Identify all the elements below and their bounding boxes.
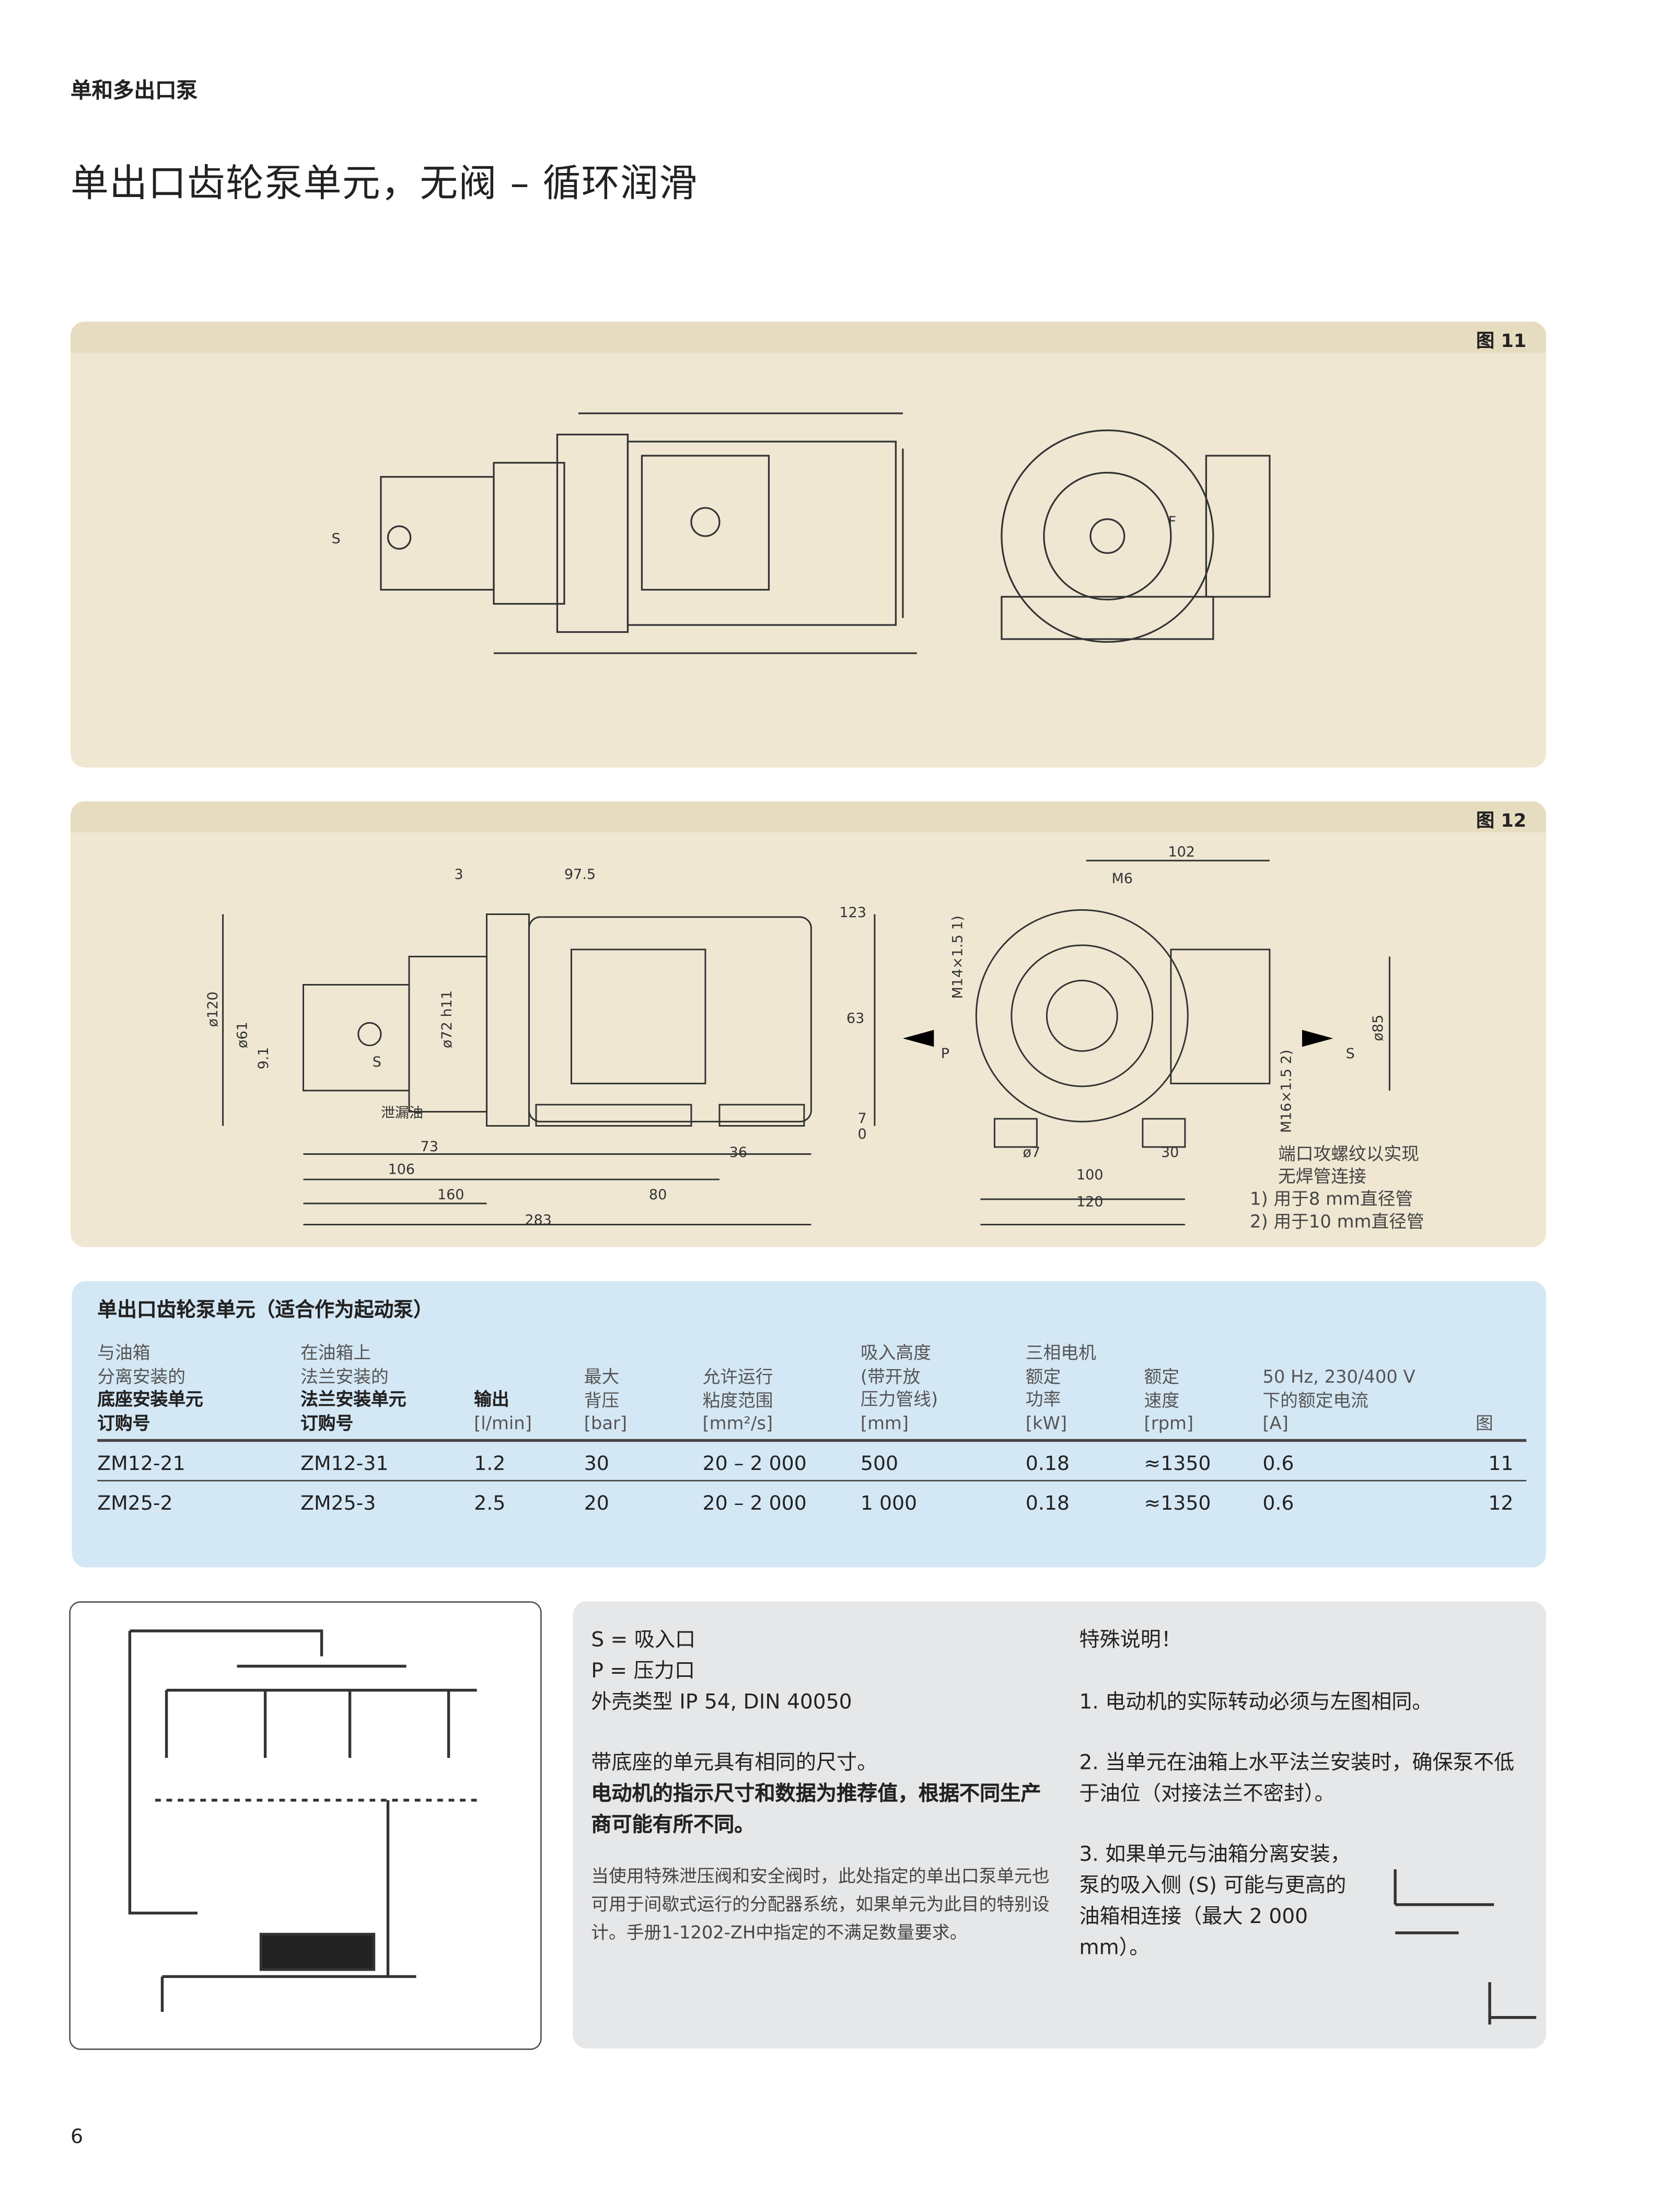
table-cell: 0.6 bbox=[1262, 1453, 1294, 1476]
spec-table: 单出口齿轮泵单元（适合作为起动泵） 与油箱分离安装的底座安装单元订购号 在油箱上… bbox=[72, 1281, 1547, 1568]
dim-m16: M16×1.5 2) bbox=[1278, 1050, 1294, 1133]
dim-106: 106 bbox=[388, 1161, 415, 1177]
table-cell: 20 – 2 000 bbox=[702, 1453, 807, 1476]
table-cell: ZM25-3 bbox=[300, 1492, 376, 1515]
dim-30: 30 bbox=[1161, 1144, 1179, 1161]
special-note-3: 3. 如果单元与油箱分离安装，泵的吸入侧 (S) 可能与更高的油箱相连接（最大 … bbox=[1079, 1844, 1351, 1960]
dim-73: 73 bbox=[421, 1139, 438, 1155]
table-cell: ZM12-21 bbox=[97, 1453, 185, 1476]
table-cell: ZM12-31 bbox=[300, 1453, 389, 1476]
dim-7: 7 bbox=[857, 1110, 866, 1127]
special-note-1: 1. 电动机的实际转动必须与左图相同。 bbox=[1079, 1692, 1433, 1715]
dim-d85: ø85 bbox=[1370, 1015, 1386, 1041]
table-cell: 30 bbox=[584, 1453, 609, 1476]
section-heading: 单和多出口泵 bbox=[70, 77, 198, 103]
col-header: 允许运行粘度范围[mm²/s] bbox=[702, 1365, 773, 1434]
table-cell: ZM25-2 bbox=[97, 1492, 173, 1515]
leak-oil-label: 泄漏油 bbox=[381, 1105, 423, 1121]
dim-36: 36 bbox=[729, 1144, 747, 1161]
dim-80: 80 bbox=[649, 1187, 667, 1203]
table-cell: 2.5 bbox=[474, 1492, 506, 1515]
dim-d61: ø61 bbox=[234, 1022, 250, 1048]
col-header: 最大背压[bar] bbox=[584, 1365, 628, 1434]
fig11-f-label: F bbox=[1168, 514, 1176, 530]
tank-height-sketch bbox=[1394, 1869, 1537, 2025]
port-notes: 端口攻螺纹以实现 无焊管连接 1) 用于8 mm直径管 2) 用于10 mm直径… bbox=[1250, 1143, 1424, 1233]
port-note: 1) 用于8 mm直径管 bbox=[1250, 1188, 1413, 1209]
dim-123: 123 bbox=[839, 905, 866, 921]
port-note: 无焊管连接 bbox=[1278, 1165, 1366, 1187]
table-cell: 1 000 bbox=[860, 1492, 918, 1515]
dim-283: 283 bbox=[525, 1212, 552, 1228]
notes-panel: S = 吸入口 P = 压力口 外壳类型 IP 54, DIN 40050 带底… bbox=[573, 1601, 1547, 2049]
page-number: 6 bbox=[70, 2126, 84, 2149]
dim-d120: ø120 bbox=[205, 991, 221, 1027]
dim-phi7: ø7 bbox=[1023, 1144, 1040, 1161]
figure-11-drawing: S F bbox=[331, 412, 1271, 654]
col-header: 与油箱分离安装的底座安装单元订购号 bbox=[97, 1341, 203, 1433]
page-title: 单出口齿轮泵单元，无阀 – 循环润滑 bbox=[70, 162, 698, 206]
fig12-p-label: P bbox=[941, 1046, 949, 1062]
table-cell: 0.18 bbox=[1025, 1492, 1070, 1515]
dim-3: 3 bbox=[454, 866, 463, 883]
p-definition: P = 压力口 bbox=[591, 1660, 695, 1683]
special-note-2: 2. 当单元在油箱上水平法兰安装时，确保泵不低于油位（对接法兰不密封）。 bbox=[1079, 1752, 1515, 1806]
dim-d72: ø72 h11 bbox=[439, 990, 455, 1048]
housing-type: 外壳类型 IP 54, DIN 40050 bbox=[591, 1692, 852, 1715]
dim-0: 0 bbox=[857, 1126, 866, 1142]
figure-12-panel: 图 12 3 97.5 ø120 ø61 9.1 ø72 h11 S 泄漏油 7… bbox=[70, 801, 1547, 1247]
s-definition: S = 吸入口 bbox=[591, 1629, 696, 1652]
circulation-schematic bbox=[128, 1629, 480, 2012]
table-title: 单出口齿轮泵单元（适合作为起动泵） bbox=[97, 1299, 433, 1322]
motor-data-note: 电动机的指示尺寸和数据为推荐值，根据不同生产商可能有所不同。 bbox=[591, 1783, 1041, 1837]
table-cell: 20 – 2 000 bbox=[702, 1492, 807, 1515]
circulation-diagram bbox=[69, 1601, 542, 2050]
dim-97-5: 97.5 bbox=[564, 866, 596, 883]
dim-102: 102 bbox=[1168, 844, 1195, 860]
figure-11-label: 图 11 bbox=[1476, 331, 1527, 353]
col-header: 输出[l/min] bbox=[474, 1388, 532, 1433]
table-cell: 0.18 bbox=[1025, 1453, 1070, 1476]
fig12-s2-label: S bbox=[1346, 1046, 1355, 1062]
col-header: 吸入高度(带开放压力管线)[mm] bbox=[860, 1341, 938, 1433]
port-note: 端口攻螺纹以实现 bbox=[1278, 1142, 1420, 1164]
special-notes-title: 特殊说明！ bbox=[1079, 1629, 1182, 1652]
dim-m14: M14×1.5 1) bbox=[949, 916, 966, 999]
col-header: 额定速度[rpm] bbox=[1144, 1365, 1194, 1434]
dim-160: 160 bbox=[437, 1187, 465, 1203]
valve-note: 当使用特殊泄压阀和安全阀时，此处指定的单出口泵单元也可用于间歇式运行的分配器系统… bbox=[591, 1865, 1050, 1943]
table-cell: ≈1350 bbox=[1144, 1492, 1211, 1515]
dim-9-1: 9.1 bbox=[256, 1047, 272, 1070]
col-header: 图 bbox=[1476, 1412, 1493, 1434]
table-cell: 20 bbox=[584, 1492, 609, 1515]
dim-100: 100 bbox=[1076, 1167, 1104, 1183]
table-cell: 1.2 bbox=[474, 1453, 506, 1476]
fig11-s-label: S bbox=[331, 530, 340, 547]
dim-120: 120 bbox=[1076, 1194, 1104, 1210]
table-cell: 500 bbox=[860, 1453, 899, 1476]
table-cell: ≈1350 bbox=[1144, 1453, 1211, 1476]
figure-11-panel: 图 11 S F bbox=[70, 321, 1547, 768]
table-cell: 11 bbox=[1488, 1453, 1514, 1476]
dim-63: 63 bbox=[846, 1010, 864, 1026]
port-note: 2) 用于10 mm直径管 bbox=[1250, 1210, 1424, 1232]
table-cell: 0.6 bbox=[1262, 1492, 1294, 1515]
col-header: 三相电机额定功率[kW] bbox=[1025, 1341, 1096, 1433]
figure-12-label: 图 12 bbox=[1476, 811, 1527, 832]
col-header: 在油箱上法兰安装的法兰安装单元订购号 bbox=[300, 1341, 407, 1433]
figure-12-drawing: 3 97.5 ø120 ø61 9.1 ø72 h11 S 泄漏油 73 106… bbox=[205, 844, 1390, 1228]
table-cell: 12 bbox=[1488, 1492, 1514, 1515]
dim-m6: M6 bbox=[1111, 871, 1132, 887]
same-dimensions-note: 带底座的单元具有相同的尺寸。 bbox=[591, 1752, 878, 1775]
fig12-s-label: S bbox=[373, 1054, 381, 1070]
